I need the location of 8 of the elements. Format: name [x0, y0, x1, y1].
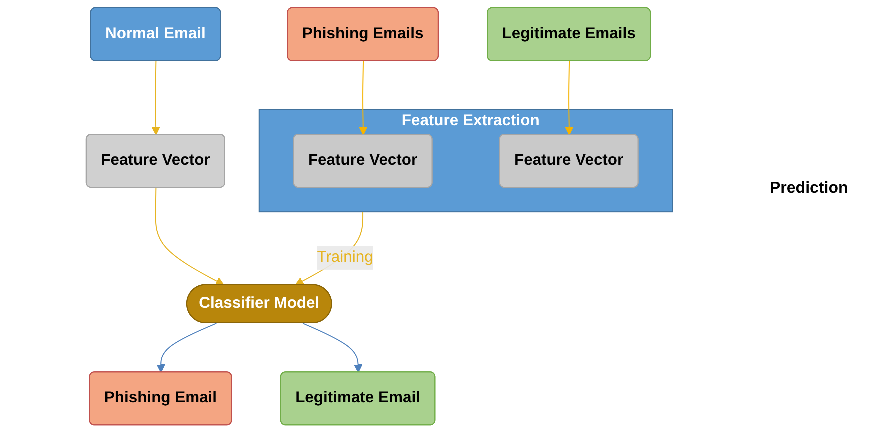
arrow [156, 188, 225, 286]
arrow [360, 60, 368, 136]
arrow [566, 60, 574, 136]
prediction-label: Prediction [770, 180, 850, 198]
arrow [152, 60, 161, 136]
arrow [303, 323, 364, 373]
edge-label: Training [318, 249, 374, 266]
arrow [157, 323, 218, 373]
